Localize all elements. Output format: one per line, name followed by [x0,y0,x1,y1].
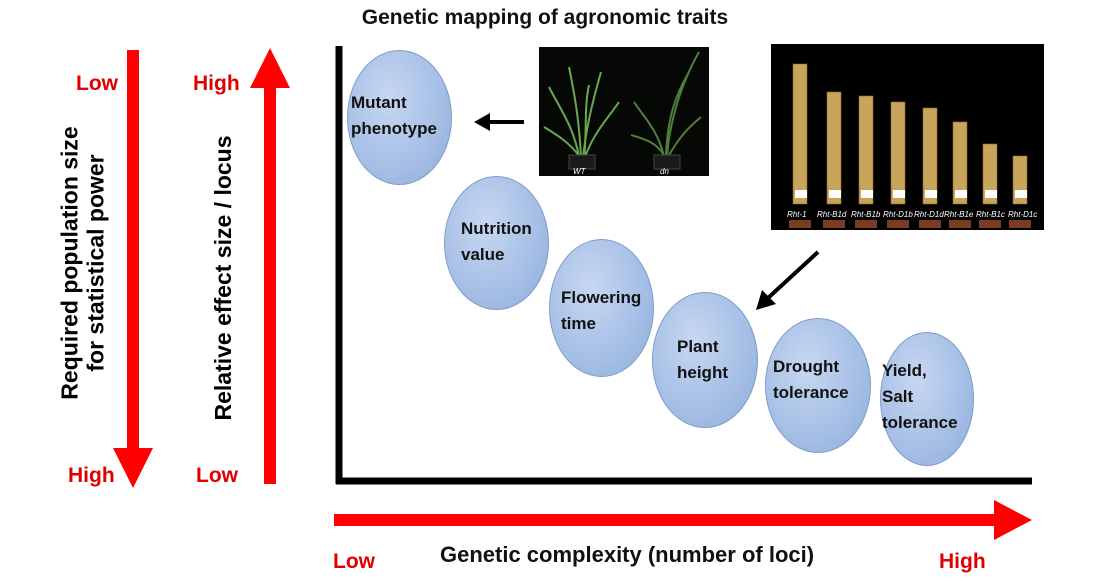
wheat-height-series-image [771,44,1044,230]
rht-label: Rht-D1d [914,210,944,219]
rht-label: Rht-B1e [944,210,974,219]
mutant-pointer-arrow [474,113,524,131]
rht-lines-photo: Rht-1 Rht-B1d Rht-B1b Rht-D1b Rht-D1d Rh… [771,44,1044,230]
height-pointer-arrow [756,250,820,310]
trait-mutant-phenotype [347,50,452,185]
x-axis-label: Genetic complexity (number of loci) [440,542,815,567]
complexity-low-label: Low [333,550,375,573]
trait-plant-height [652,292,758,428]
trait-flowering-time [549,239,654,377]
effect-bottom-label: Low [196,464,238,487]
effect-top-label: High [193,72,240,95]
rht-label: Rht-B1c [976,210,1005,219]
rht-label: Rht-B1d [817,210,847,219]
population-size-label: Required population size for statistical… [56,126,108,400]
population-size-arrow [113,50,153,488]
rht-label: Rht-D1c [1008,210,1038,219]
figure-title: Genetic mapping of agronomic traits [361,6,729,29]
rht-label: Rht-D1b [883,210,913,219]
trait-nutrition-value [444,176,549,310]
mutant-plant-photo: WT dn [539,47,709,176]
complexity-high-label: High [939,550,986,573]
population-bottom-label: High [68,464,115,487]
complexity-arrow [334,500,1032,540]
population-top-label: Low [76,72,118,95]
rht-label: Rht-1 [787,210,807,219]
wt-label: WT [573,167,586,176]
dn-label: dn [660,167,669,176]
effect-size-arrow [250,48,290,484]
trait-yield-salt-tolerance [880,332,974,466]
rht-label: Rht-B1b [851,210,881,219]
wheat-seedlings-image [539,47,709,176]
trait-drought-tolerance [765,318,871,453]
effect-size-label: Relative effect size / locus [210,135,237,421]
